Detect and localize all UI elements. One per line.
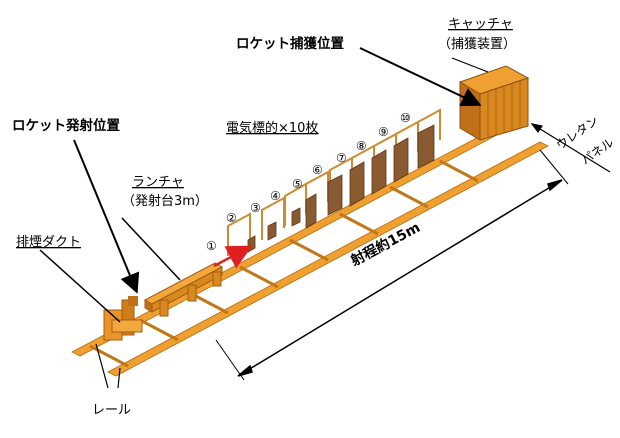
flight-arrow	[213, 245, 253, 269]
targets-label: 電気標的×10枚	[226, 120, 318, 136]
catcher-title-label: キャッチャ	[448, 17, 513, 32]
exhaust-duct-shape	[103, 296, 143, 341]
leader-lines	[39, 47, 489, 323]
rail-label: レール	[92, 403, 131, 418]
target-numbers: ① ② ③ ④ ⑤ ⑥ ⑦ ⑧ ⑨ ⑩	[206, 111, 411, 253]
target-panel-6	[327, 174, 343, 216]
target-panels	[247, 124, 435, 253]
launcher-title-label: ランチャ	[132, 175, 184, 190]
target-panel-5	[305, 193, 317, 229]
urethane-label-2: パネル	[579, 135, 617, 167]
launch-position-label: ロケット発射位置	[12, 117, 120, 134]
catcher-sub-label: （捕獲装置）	[438, 36, 516, 52]
launcher-sub-label: （発射台3m）	[122, 193, 208, 209]
rail-pointers	[95, 343, 121, 389]
target-panel-8	[371, 149, 387, 195]
target-panel-10	[417, 124, 435, 169]
catch-position-label: ロケット捕獲位置	[236, 35, 344, 52]
target-panel-9	[393, 137, 409, 183]
target-panel-4	[291, 207, 301, 227]
target-number-3: ③	[250, 201, 261, 215]
target-number-9: ⑨	[378, 125, 389, 139]
target-panel-7	[349, 161, 365, 207]
catcher-shape	[458, 65, 530, 141]
rail-ties	[89, 159, 479, 368]
rails	[71, 123, 549, 377]
launcher-shape	[143, 262, 224, 317]
target-number-7: ⑦	[336, 151, 347, 165]
target-number-4: ④	[270, 189, 281, 203]
target-number-8: ⑧	[356, 139, 367, 153]
exhaust-duct-label: 排煙ダクト	[16, 235, 81, 250]
target-number-1: ①	[206, 239, 217, 253]
target-panel-3	[267, 221, 277, 241]
target-number-2: ②	[226, 211, 237, 225]
urethane-pointer	[530, 123, 611, 173]
range-dimension	[215, 149, 569, 381]
target-number-6: ⑥	[312, 163, 323, 177]
target-number-10: ⑩	[400, 111, 411, 125]
target-number-5: ⑤	[292, 177, 303, 191]
